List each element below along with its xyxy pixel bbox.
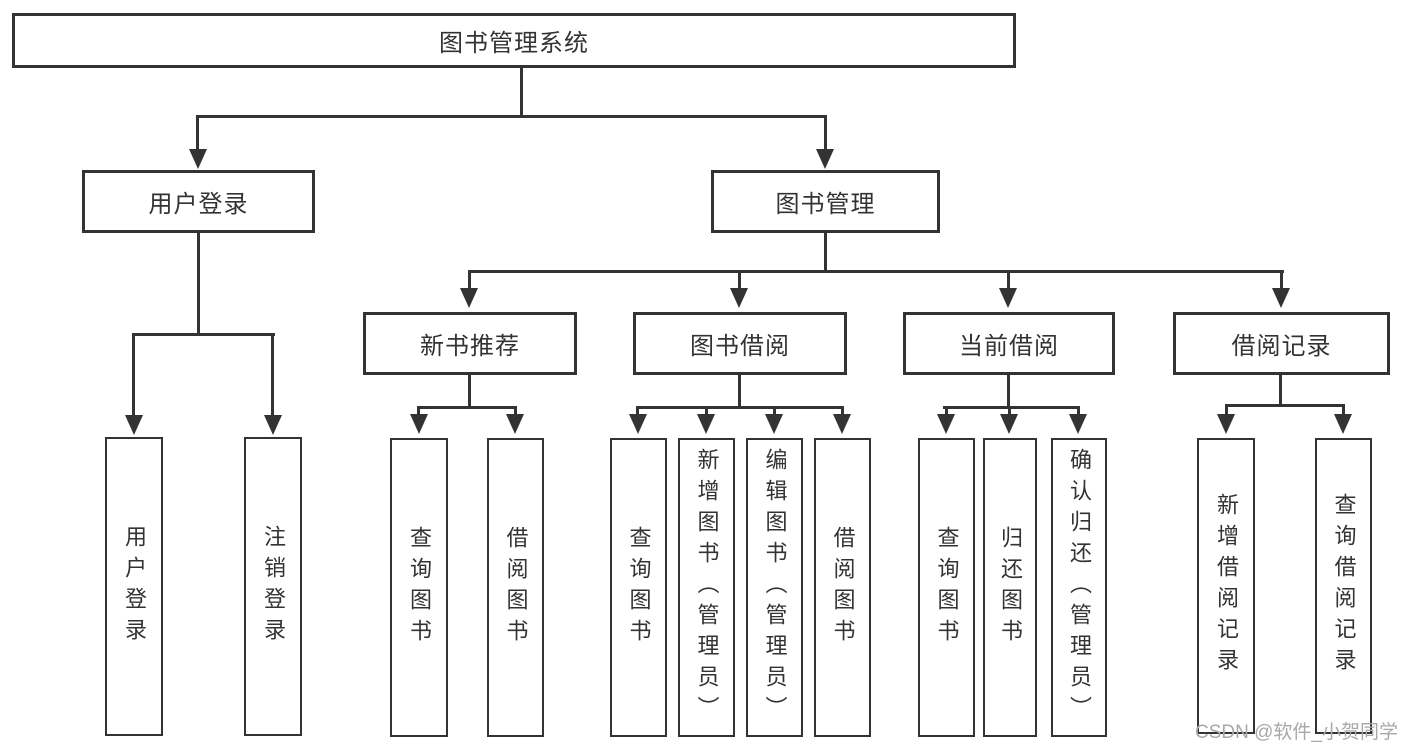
node-new-book-recommend: 新书推荐 bbox=[363, 312, 577, 375]
connector-line bbox=[196, 115, 199, 151]
arrow-down-icon bbox=[460, 288, 478, 308]
connector-line bbox=[1280, 270, 1283, 290]
connector-line bbox=[196, 115, 827, 118]
connector-line bbox=[943, 406, 1079, 409]
connector-line bbox=[514, 406, 517, 416]
node-user-login: 用户登录 bbox=[82, 170, 315, 233]
connector-line bbox=[841, 406, 844, 416]
connector-line bbox=[738, 375, 741, 408]
arrow-down-icon bbox=[1217, 414, 1235, 434]
arrow-down-icon bbox=[629, 414, 647, 434]
node-leaf-add-book-admin: 新增图书（管理员） bbox=[678, 438, 735, 737]
node-current-borrowing: 当前借阅 bbox=[903, 312, 1115, 375]
arrow-down-icon bbox=[730, 288, 748, 308]
node-leaf-borrow-books: 借阅图书 bbox=[814, 438, 871, 737]
arrow-down-icon bbox=[999, 288, 1017, 308]
arrow-down-icon bbox=[765, 414, 783, 434]
node-leaf-query-books: 查询图书 bbox=[918, 438, 975, 737]
node-root: 图书管理系统 bbox=[12, 13, 1016, 68]
node-leaf-query-books: 查询图书 bbox=[390, 438, 448, 737]
arrow-down-icon bbox=[125, 415, 143, 435]
arrow-down-icon bbox=[1000, 414, 1018, 434]
arrow-down-icon bbox=[189, 149, 207, 169]
arrow-down-icon bbox=[1069, 414, 1087, 434]
node-leaf-borrow-books: 借阅图书 bbox=[487, 438, 544, 737]
arrow-down-icon bbox=[816, 149, 834, 169]
arrow-down-icon bbox=[937, 414, 955, 434]
connector-line bbox=[824, 233, 827, 272]
connector-line bbox=[705, 406, 708, 416]
csdn-watermark: CSDN @软件_小贺同学 bbox=[1195, 722, 1398, 743]
connector-line bbox=[197, 233, 200, 336]
connector-line bbox=[824, 115, 827, 151]
connector-line bbox=[271, 333, 274, 415]
arrow-down-icon bbox=[697, 414, 715, 434]
connector-line bbox=[1007, 375, 1010, 408]
connector-line bbox=[520, 68, 523, 116]
connector-line bbox=[738, 270, 741, 290]
connector-line bbox=[636, 406, 844, 409]
connector-line bbox=[468, 270, 471, 290]
node-leaf-edit-book-admin: 编辑图书（管理员） bbox=[746, 438, 803, 737]
connector-line bbox=[773, 406, 776, 416]
arrow-down-icon bbox=[506, 414, 524, 434]
connector-line bbox=[132, 333, 275, 336]
connector-line bbox=[417, 406, 420, 416]
node-leaf-user-login: 用户登录 bbox=[105, 437, 163, 736]
node-leaf-logout: 注销登录 bbox=[244, 437, 302, 736]
connector-line bbox=[1342, 404, 1345, 416]
arrow-down-icon bbox=[264, 415, 282, 435]
arrow-down-icon bbox=[1272, 288, 1290, 308]
connector-line bbox=[417, 406, 517, 409]
arrow-down-icon bbox=[833, 414, 851, 434]
connector-line bbox=[1279, 375, 1282, 406]
node-leaf-return-books: 归还图书 bbox=[983, 438, 1037, 737]
connector-line bbox=[945, 406, 948, 416]
connector-line bbox=[1008, 406, 1011, 416]
node-leaf-query-borrow-record: 查询借阅记录 bbox=[1315, 438, 1372, 734]
arrow-down-icon bbox=[1334, 414, 1352, 434]
connector-line bbox=[1077, 406, 1080, 416]
connector-line bbox=[132, 333, 135, 415]
connector-line bbox=[1225, 404, 1345, 407]
arrow-down-icon bbox=[410, 414, 428, 434]
node-borrowing-records: 借阅记录 bbox=[1173, 312, 1390, 375]
node-book-management: 图书管理 bbox=[711, 170, 940, 233]
connector-line bbox=[468, 270, 1284, 273]
connector-line bbox=[1007, 270, 1010, 290]
node-leaf-add-borrow-record: 新增借阅记录 bbox=[1197, 438, 1255, 734]
connector-line bbox=[1225, 404, 1228, 416]
node-leaf-query-books: 查询图书 bbox=[610, 438, 667, 737]
connector-line bbox=[636, 406, 639, 416]
node-book-borrowing: 图书借阅 bbox=[633, 312, 847, 375]
node-leaf-confirm-return-admin: 确认归还（管理员） bbox=[1051, 438, 1107, 737]
connector-line bbox=[468, 375, 471, 408]
